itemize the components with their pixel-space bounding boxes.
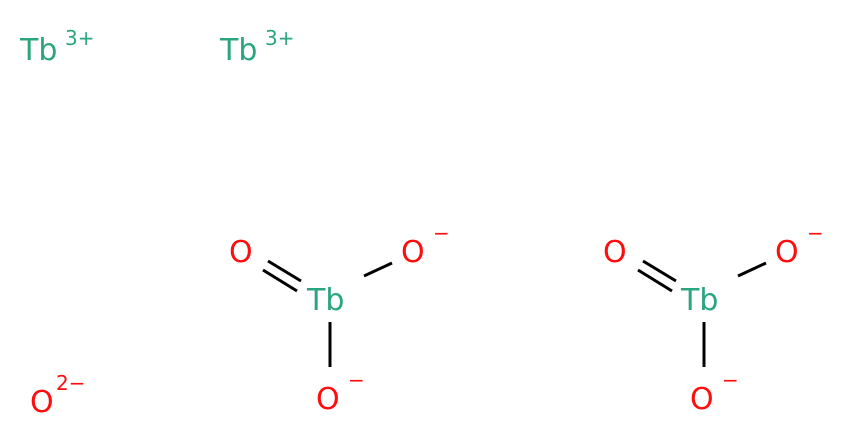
- unit-1-oxide-bottom-symbol: O: [316, 382, 340, 417]
- terbium-ion-2-charge: 3+: [265, 26, 294, 50]
- unit-2-oxide-right-symbol: O: [775, 235, 799, 270]
- unit-2-oxide-right-charge: −: [807, 221, 824, 245]
- unit-1-oxide-bottom-charge: −: [348, 368, 365, 392]
- unit-1-bonds: [262, 259, 393, 367]
- unit-1-oxide-right-symbol: O: [401, 235, 425, 270]
- unit-2-double-bond-line-a: [642, 259, 677, 283]
- unit-2-oxide-bottom-symbol: O: [690, 382, 714, 417]
- unit-1-oxide-right-charge: −: [433, 221, 450, 245]
- terbium-ion-1-charge: 3+: [65, 26, 94, 50]
- terbium-ion-2-symbol: Tb: [219, 33, 257, 68]
- unit-2-single-bond-right: [737, 261, 767, 278]
- oxide-ion-symbol: O: [30, 385, 54, 420]
- terbium-ion-1-symbol: Tb: [19, 33, 57, 68]
- unit-1-single-bond-right: [363, 261, 393, 278]
- unit-2-double-bond-line-b: [637, 268, 673, 293]
- unit-2-double-oxygen-symbol: O: [603, 235, 627, 270]
- unit-1-double-oxygen-symbol: O: [229, 235, 253, 270]
- unit-2-oxide-bottom-charge: −: [722, 368, 739, 392]
- unit-2-bonds: [637, 259, 767, 367]
- unit-1-double-bond-line-a: [267, 259, 302, 283]
- unit-1-terbium-symbol: Tb: [306, 283, 344, 318]
- unit-1-double-bond-line-b: [262, 268, 298, 293]
- oxide-ion-charge: 2−: [56, 371, 85, 395]
- unit-2-terbium-symbol: Tb: [680, 283, 718, 318]
